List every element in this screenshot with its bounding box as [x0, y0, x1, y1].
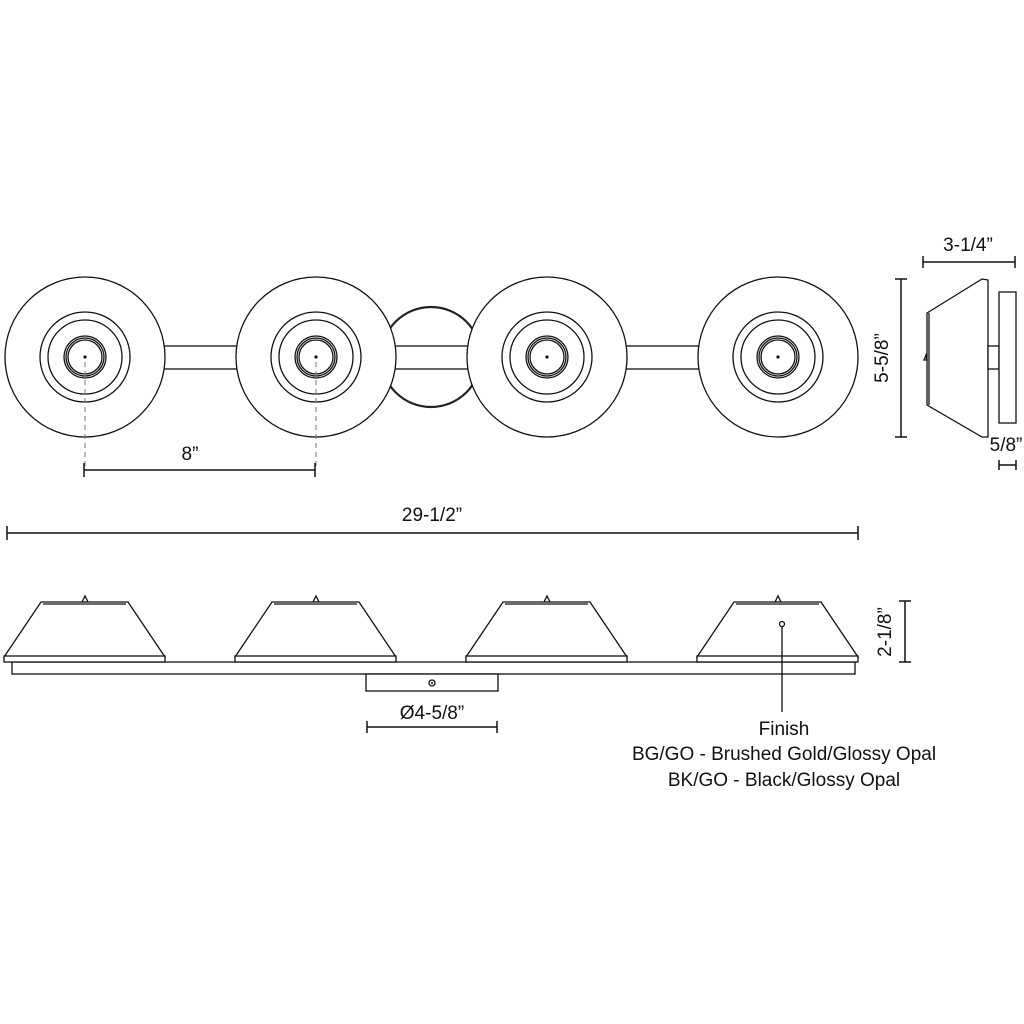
lamp-head-top: [697, 276, 859, 438]
side-profile: 3-1/4” 5-5/8” 5/8”: [872, 235, 1022, 470]
lamp-head-top: [466, 276, 628, 438]
finish-option: BK/GO - Black/Glossy Opal: [668, 770, 900, 791]
lamp-shade: [233, 594, 398, 663]
depth-label: 3-1/4”: [943, 235, 993, 256]
overall-width-dimension: 29-1/2”: [6, 505, 859, 540]
side-height-label: 2-1/8”: [875, 607, 896, 657]
finish-title: Finish: [759, 719, 810, 740]
bar: [11, 661, 856, 675]
front-elevation: Ø4-5/8” 2-1/8”: [2, 594, 911, 733]
height-label: 5-5/8”: [872, 333, 893, 383]
top-view: [4, 276, 859, 470]
canopy-depth-label: 5/8”: [990, 435, 1023, 456]
finish-leader-point: [778, 620, 786, 628]
finish-option: BG/GO - Brushed Gold/Glossy Opal: [632, 744, 936, 765]
screw-icon: [428, 679, 436, 687]
lamp-head-top: [4, 276, 166, 438]
lamp-head-top: [235, 276, 397, 438]
finish-legend: Finish BG/GO - Brushed Gold/Glossy Opal …: [632, 719, 936, 791]
lamp-shade: [464, 594, 629, 663]
lamp-shade: [695, 594, 860, 663]
lamp-shade: [2, 594, 167, 663]
canopy-diameter-label: Ø4-5/8”: [400, 703, 464, 724]
spacing-label: 8”: [182, 444, 199, 465]
spacing-dimension: 8”: [83, 444, 316, 477]
overall-width-label: 29-1/2”: [402, 505, 462, 526]
